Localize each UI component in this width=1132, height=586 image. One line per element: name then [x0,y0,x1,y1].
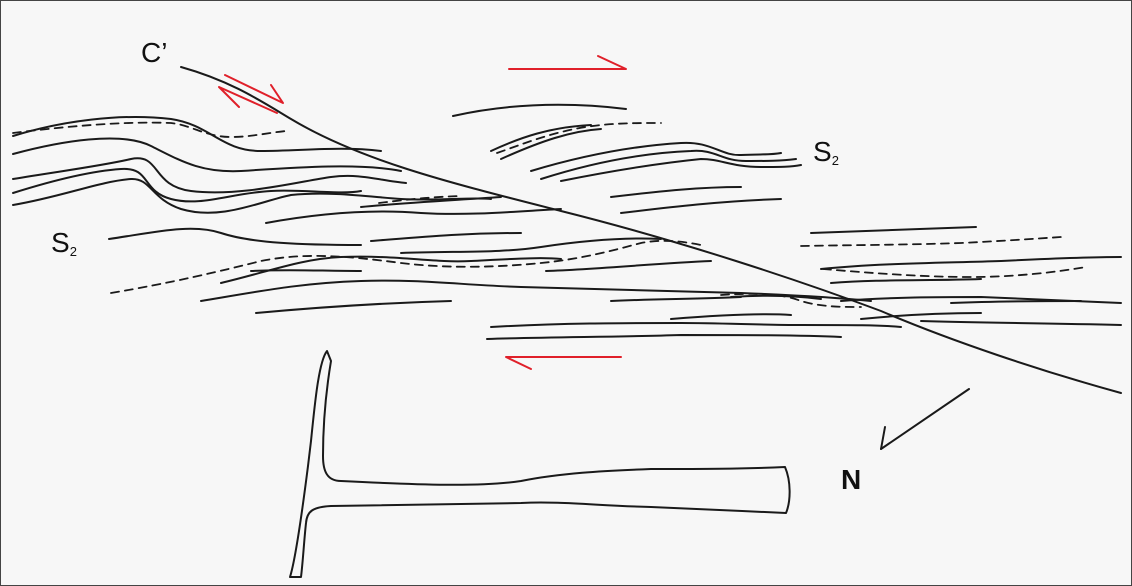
foliation-trace [13,138,401,171]
foliation-trace [266,209,561,223]
shear-arrow-bottom [506,357,621,369]
foliation-trace [621,199,781,213]
foliation-trace [256,301,451,313]
foliation-trace [546,261,711,271]
foliation-trace [487,335,841,339]
foliation-trace [821,257,1121,269]
foliation-trace [611,187,741,197]
foliation-trace [13,179,491,213]
shear-arrow-top [509,56,626,69]
foliation-trace [13,169,361,202]
foliation-trace [831,279,981,283]
c-prime-shear-plane [181,67,1121,393]
shear-arrow-c-upper [225,75,283,103]
foliation-trace [371,233,521,241]
foliation-trace [251,270,361,271]
foliation-trace [671,314,791,319]
foliation-trace [109,229,361,245]
foliation-trace [13,158,406,192]
dashed-foliation-trace [801,237,1061,246]
foliation-trace [501,129,601,159]
s2-label-right: S2 [813,138,839,167]
foliation-trace [611,297,741,301]
foliation-trace [401,238,661,253]
foliation-trace [491,323,901,327]
foliation-trace [921,321,1121,325]
foliation-trace [811,227,976,233]
north-arrow-icon [881,389,969,449]
foliation-trace [453,105,626,116]
dashed-foliation-trace [823,267,1086,277]
geological-hammer-icon [290,351,790,577]
north-label: N [841,466,861,494]
foliation-trace [951,301,1081,303]
foliation-trace [13,117,381,151]
c-prime-label: C’ [141,39,167,67]
foliation-trace [861,313,981,319]
s2-label-left: S2 [51,229,77,258]
foliation-trace [561,159,801,181]
foliation-trace [201,281,871,301]
shear-arrow-c-lower [219,87,277,113]
